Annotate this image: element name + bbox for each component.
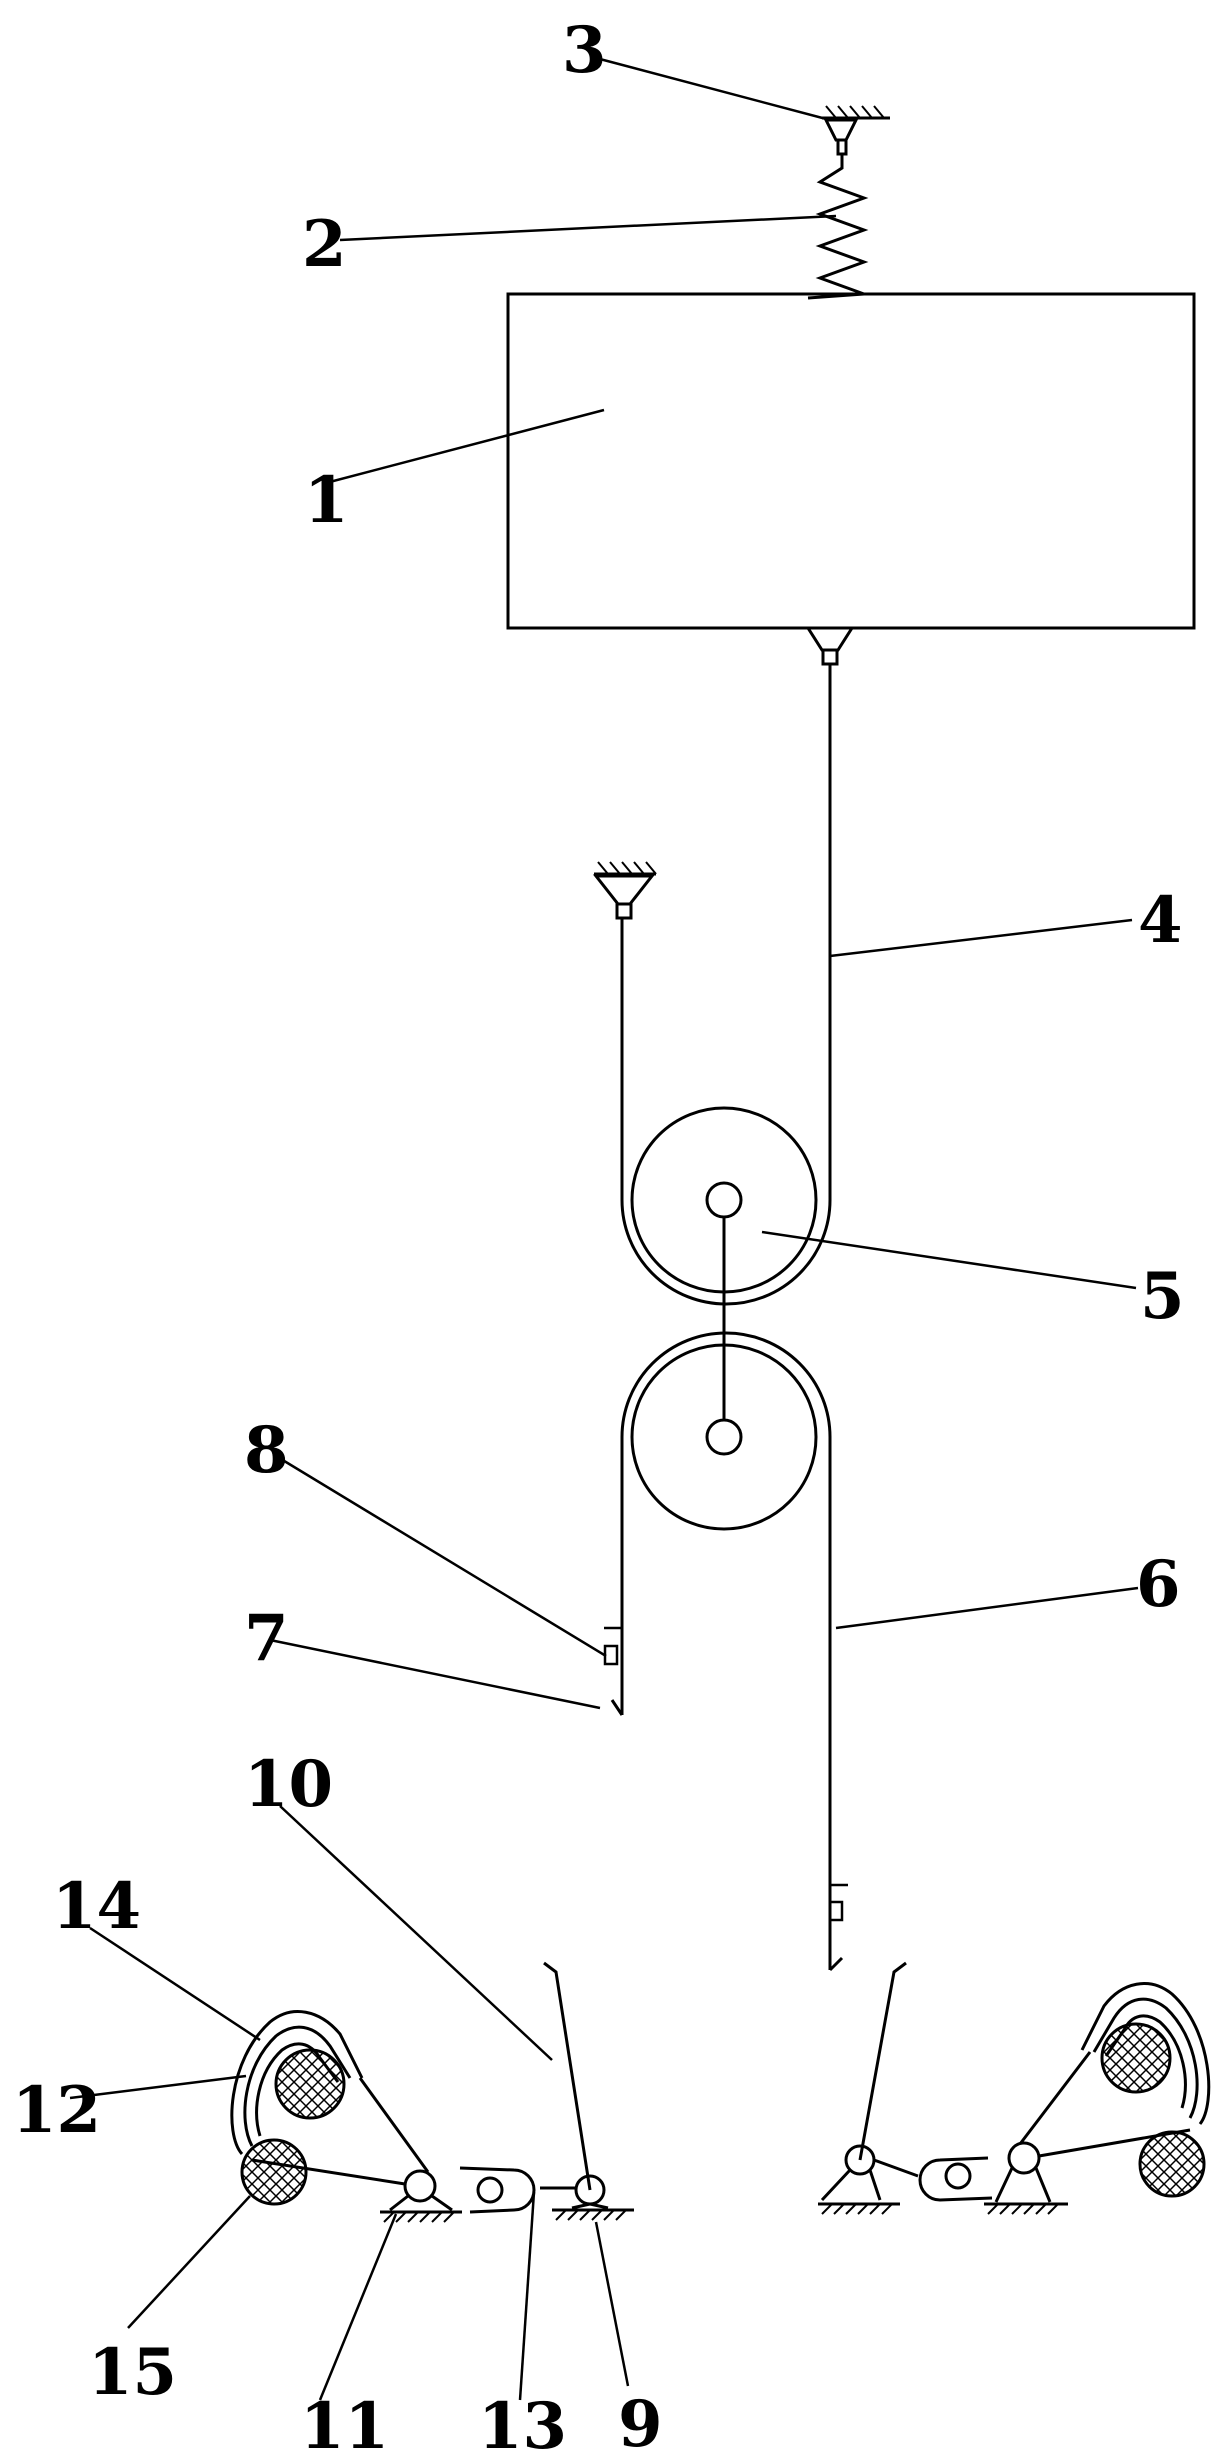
label-6: 6 — [1136, 1547, 1181, 1622]
upper-pulley — [620, 1106, 832, 1306]
leader-lines — [69, 56, 1139, 2401]
label-10: 10 — [244, 1747, 333, 1822]
label-14: 14 — [52, 1869, 141, 1944]
label-15: 15 — [88, 2335, 177, 2410]
ceiling-mount-left — [592, 861, 657, 1200]
rope-7 — [603, 1437, 624, 1716]
label-12: 12 — [12, 2073, 101, 2148]
spring — [807, 154, 869, 300]
label-4: 4 — [1138, 883, 1183, 958]
lower-pulley — [620, 1331, 832, 1531]
left-mechanism — [230, 1961, 634, 2223]
label-8: 8 — [244, 1413, 289, 1488]
rope-6 — [828, 1437, 848, 1972]
label-2: 2 — [302, 207, 347, 282]
label-5: 5 — [1140, 1259, 1185, 1334]
main-box — [506, 292, 1196, 630]
label-1: 1 — [304, 463, 349, 538]
label-3: 3 — [562, 13, 607, 88]
ceiling-mount-top — [822, 105, 890, 156]
label-13: 13 — [478, 2389, 567, 2455]
box-hook — [805, 626, 855, 666]
right-mechanism — [818, 1961, 1211, 2215]
label-11: 11 — [300, 2389, 389, 2455]
label-9: 9 — [618, 2387, 663, 2455]
part-labels: 3 2 1 4 5 6 8 7 10 14 12 15 11 13 9 — [12, 13, 1185, 2455]
label-7: 7 — [244, 1601, 289, 1676]
